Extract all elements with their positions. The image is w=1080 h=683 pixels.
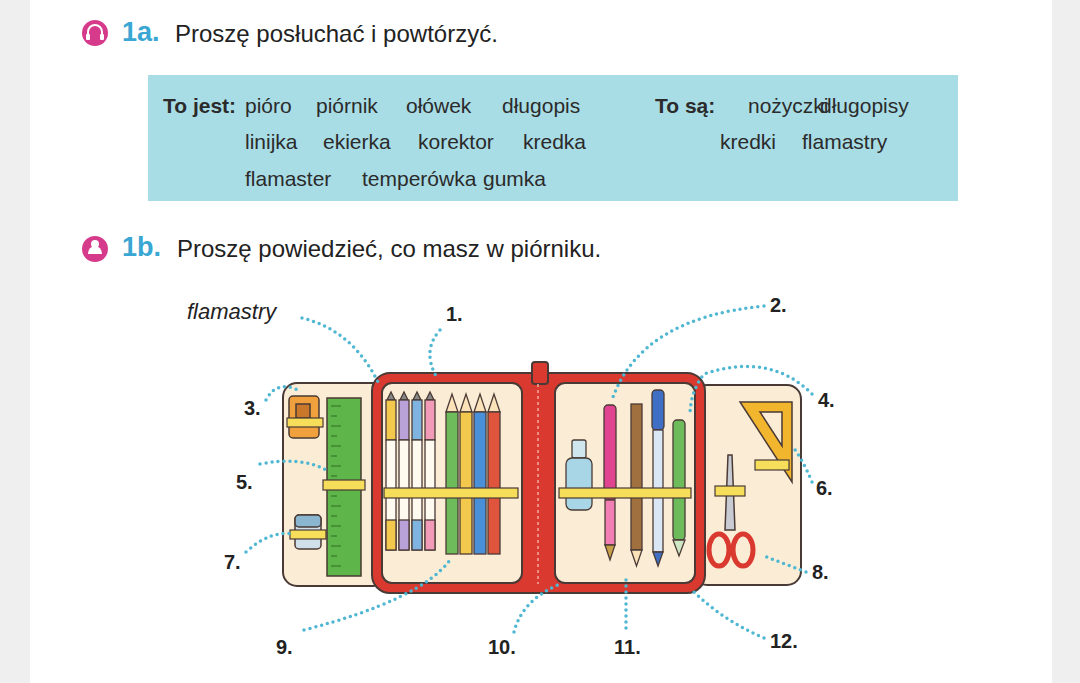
vocabulary-word: flamastry: [802, 130, 887, 154]
band-heading: To są:: [655, 94, 715, 118]
exercise-instruction: Proszę powiedzieć, co masz w piórniku.: [177, 235, 601, 263]
callout-number: 4.: [818, 389, 835, 412]
pencil-case: [283, 362, 801, 593]
strap: [715, 460, 789, 496]
vocabulary-word: kredka: [523, 130, 586, 154]
vocabulary-band: To jest: pióro piórnik ołówek długopis linijk…: [148, 75, 958, 201]
vocabulary-word: długopisy: [820, 94, 909, 118]
vocabulary-word: temperówka: [362, 167, 476, 191]
headphones-icon: [82, 20, 108, 46]
speaking-icon: [82, 236, 108, 262]
callout-number: 10.: [488, 636, 516, 659]
sharpener: [289, 396, 319, 438]
callout-number: 11.: [614, 636, 641, 659]
exercise-number: 1b.: [122, 232, 161, 263]
felt-tip-pens: [386, 392, 435, 550]
fountain-pen: [604, 405, 616, 560]
vocabulary-word: pióro: [245, 94, 292, 118]
strap: [287, 418, 365, 539]
callout-number: 1.: [446, 303, 463, 326]
leader-lines: [246, 306, 812, 638]
callout-number: 3.: [244, 397, 261, 420]
vocabulary-word: długopis: [502, 94, 580, 118]
vocabulary-word: ekierka: [323, 130, 391, 154]
callout-word: flamastry: [187, 299, 276, 324]
vocabulary-word: flamaster: [245, 167, 331, 191]
callout-number: 5.: [236, 471, 253, 494]
scissors: [709, 455, 753, 566]
band-heading: To jest:: [163, 94, 236, 118]
strap: [559, 488, 691, 498]
callout-number: 7.: [224, 551, 241, 574]
vocabulary-word: gumka: [483, 167, 546, 191]
vocabulary-word: kredki: [720, 130, 776, 154]
callout-number: 6.: [816, 477, 833, 500]
vocabulary-word: ołówek: [406, 94, 471, 118]
set-square: [740, 402, 792, 482]
vocabulary-word: nożyczki: [748, 94, 829, 118]
vocabulary-word: korektor: [418, 130, 494, 154]
page-margin: [0, 0, 30, 683]
page-margin: [1052, 0, 1080, 683]
callout-number: 2.: [770, 294, 787, 317]
corrector: [566, 440, 592, 510]
callout-number: 8.: [812, 561, 829, 584]
crayons: [446, 394, 500, 554]
ballpoint-pen: [652, 390, 685, 566]
vocabulary-word: linijka: [245, 130, 298, 154]
callout-number: 9.: [276, 636, 293, 659]
strap: [384, 488, 518, 498]
callout-number: 12.: [770, 630, 798, 653]
pencil: [631, 404, 642, 566]
vocabulary-word: piórnik: [316, 94, 378, 118]
exercise-instruction: Proszę posłuchać i powtórzyć.: [175, 20, 498, 48]
exercise-number: 1a.: [122, 17, 160, 48]
